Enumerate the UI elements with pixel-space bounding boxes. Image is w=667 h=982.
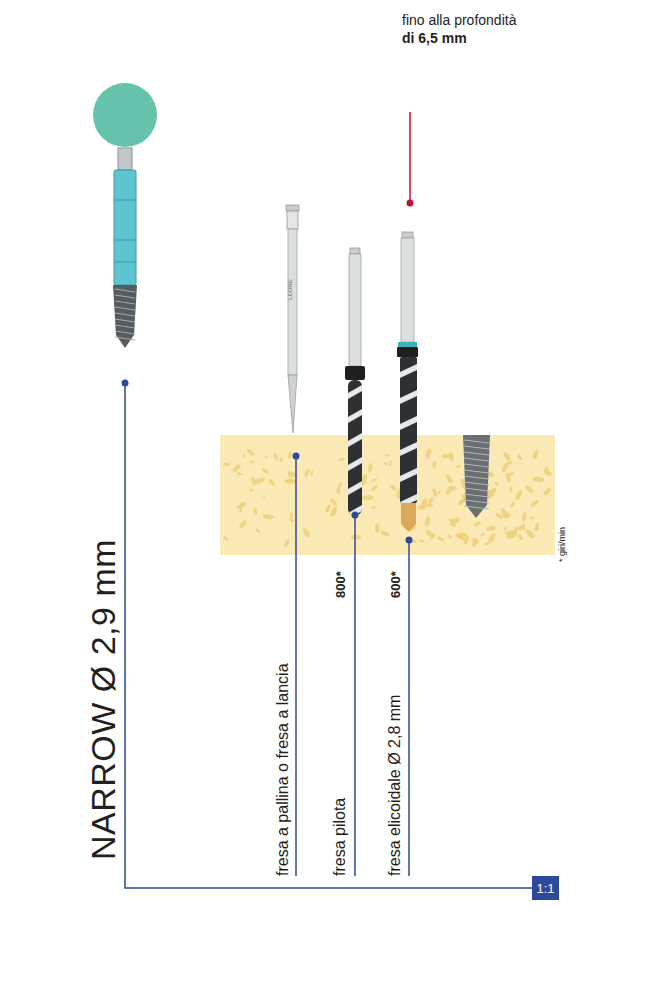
depth-dot: [407, 200, 414, 207]
bone-texture: [223, 448, 553, 548]
implant-in-bone: [463, 435, 490, 518]
drill-name: fresa elicoidale Ø 2,8 mm: [386, 695, 404, 876]
brand-mark: LEONE: [287, 279, 294, 300]
diameter-circle: [93, 83, 157, 147]
pilot-drill: [345, 248, 365, 520]
drill-name: fresa a pallina o fresa a lancia: [274, 663, 292, 876]
lance-drill: [286, 205, 299, 433]
drill-name: fresa pilota: [331, 798, 349, 876]
diagram-title: NARROW Ø 2,9 mm: [84, 539, 123, 860]
speed-value: 600*: [389, 571, 404, 598]
depth-leader: [409, 112, 411, 200]
leader-dots: [122, 380, 413, 544]
implant: [113, 148, 137, 348]
scale-label: 1:1: [536, 881, 554, 896]
depth-value: di 6,5 mm: [402, 30, 467, 46]
bone-block: [220, 435, 555, 555]
depth-note: fino alla profondità: [402, 12, 516, 28]
twist-drill: [397, 232, 419, 532]
speed-value: 800*: [334, 571, 349, 598]
scale-box: 1:1: [532, 876, 559, 900]
leader-lines: [125, 383, 532, 888]
unit-note: * giri/min: [557, 527, 567, 562]
